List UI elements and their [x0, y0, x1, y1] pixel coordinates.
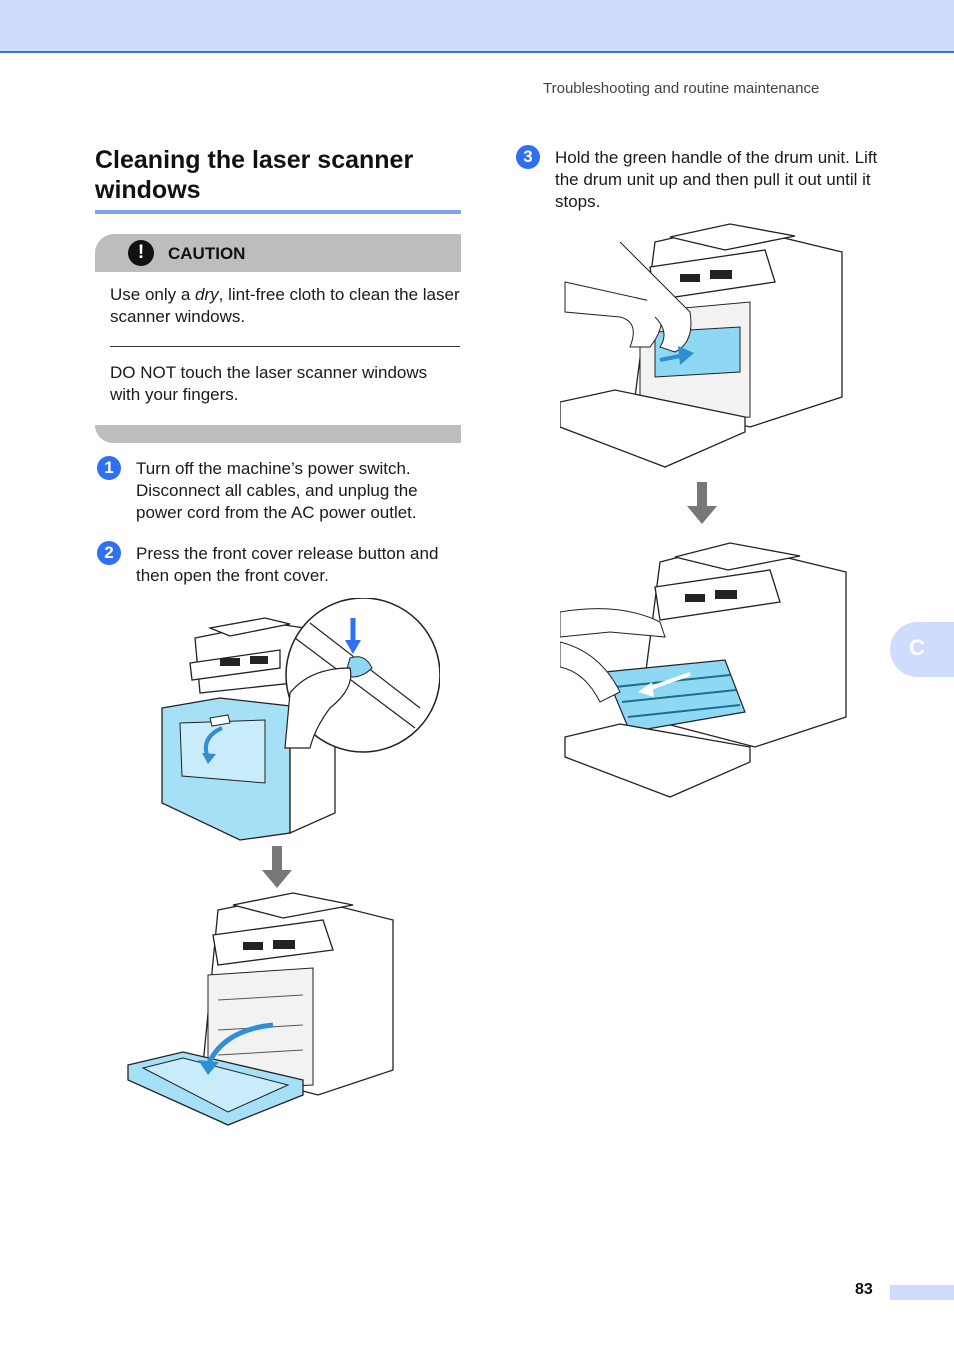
down-arrow-icon	[687, 482, 717, 524]
caution-header: ! CAUTION	[95, 234, 461, 272]
step-1-text: Turn off the machine’s power switch. Dis…	[136, 459, 418, 522]
title-underline	[95, 210, 461, 214]
top-header-band	[0, 0, 954, 53]
running-header: Troubleshooting and routine maintenance	[543, 80, 820, 97]
caution-divider	[110, 346, 460, 347]
caution-item-1-after: , lint-free cloth to clean the laser sca…	[110, 285, 460, 326]
caution-item-1-emphasis: dry	[195, 285, 219, 304]
caution-item-2: DO NOT touch the laser scanner windows w…	[110, 363, 428, 404]
step-3-badge: 3	[516, 145, 540, 169]
step-2-text: Press the front cover release button and…	[136, 544, 439, 585]
section-title-line-2: windows	[95, 176, 201, 204]
page-number-bar	[890, 1285, 954, 1300]
exclamation-icon: !	[128, 240, 154, 266]
caution-item-1-before: Use only a	[110, 285, 196, 304]
section-title: Cleaning the laser scanner windows	[95, 145, 461, 205]
caution-footer	[95, 425, 461, 443]
figure-drum-lift	[560, 223, 843, 468]
figure-drum-pull	[560, 542, 847, 798]
section-title-line-1: Cleaning the laser scanner	[95, 146, 414, 174]
step-2-badge: 2	[97, 541, 121, 565]
chapter-tab: C	[890, 622, 954, 677]
caution-item-1: Use only a dry, lint-free cloth to clean…	[110, 284, 460, 328]
step-1-badge: 1	[97, 456, 121, 480]
step-3-text: Hold the green handle of the drum unit. …	[555, 148, 878, 211]
figure-front-cover-open	[127, 892, 394, 1126]
page-number: 83	[855, 1281, 873, 1298]
chapter-tab-letter: C	[909, 635, 925, 660]
caution-label: CAUTION	[168, 244, 246, 263]
figure-front-cover-release	[161, 598, 440, 841]
down-arrow-icon	[262, 846, 292, 888]
